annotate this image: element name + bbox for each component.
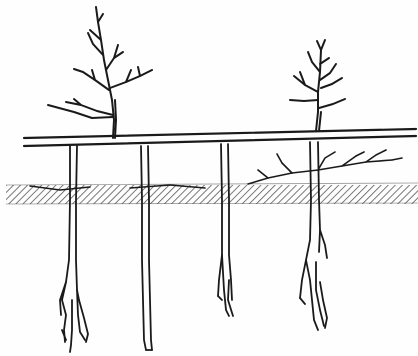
right-tree [290,40,345,131]
root-trunk-2 [141,146,152,350]
ground-line [24,129,416,146]
root-trunk-1 [60,146,88,352]
left-tree [48,7,152,138]
hatched-band [6,183,418,204]
root-trunk-3 [218,144,233,316]
